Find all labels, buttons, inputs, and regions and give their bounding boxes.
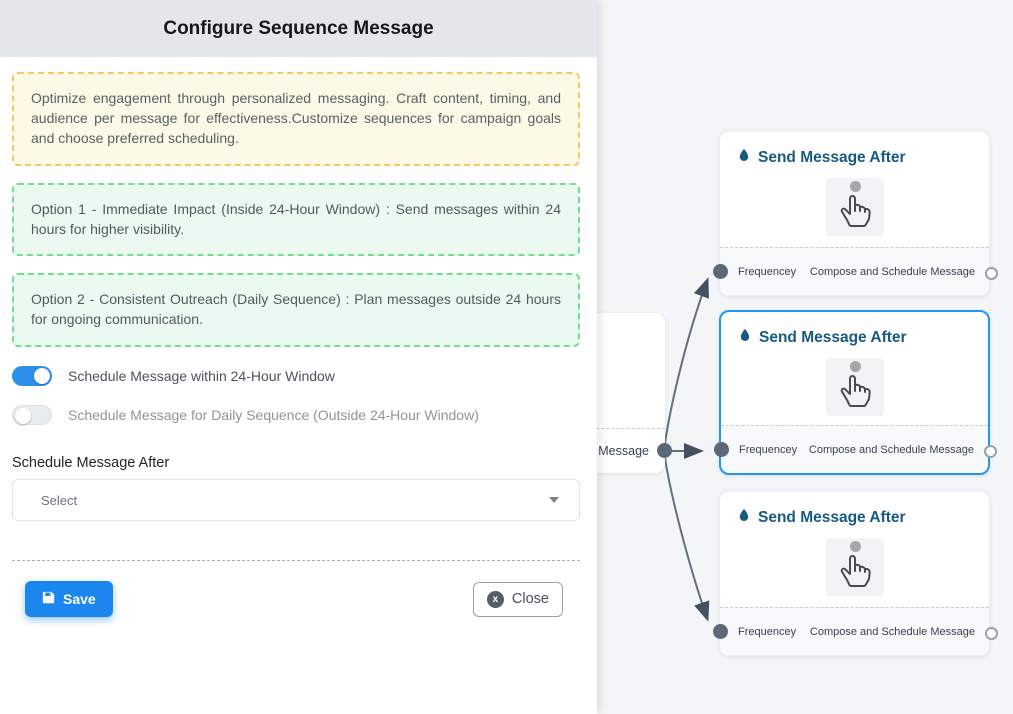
actions-row: Save x Close: [12, 561, 580, 618]
tap-dot-icon: [849, 541, 861, 552]
node-title: Send Message After: [720, 132, 989, 168]
node-title: Send Message After: [720, 492, 989, 528]
close-button-label: Close: [511, 591, 549, 608]
info-note: Optimize engagement through personalized…: [12, 72, 580, 166]
save-button-label: Save: [63, 591, 96, 608]
droplet-icon: [737, 147, 751, 168]
toggle-row-daily: Schedule Message for Daily Sequence (Out…: [12, 405, 580, 426]
schedule-daily-label: Schedule Message for Daily Sequence (Out…: [68, 407, 479, 424]
schedule-after-label: Schedule Message After: [12, 455, 170, 472]
footer-compose-label[interactable]: Compose and Schedule Message: [809, 265, 975, 278]
option1-note: Option 1 - Immediate Impact (Inside 24-H…: [12, 182, 580, 257]
input-port[interactable]: [713, 264, 728, 279]
output-port[interactable]: [985, 267, 998, 280]
droplet-icon: [738, 327, 752, 348]
node-title: Send Message After: [721, 312, 988, 348]
node-send-message-after[interactable]: Send Message After Frequencey Compose an…: [714, 310, 997, 475]
toggle-knob: [15, 408, 31, 425]
input-port[interactable]: [713, 624, 728, 639]
toggle-row-24h: Schedule Message within 24-Hour Window: [12, 366, 580, 387]
tap-dot-icon: [849, 361, 861, 372]
page-title: Configure Sequence Message: [163, 17, 434, 39]
node-send-message-after[interactable]: Send Message After Frequencey Compose an…: [713, 131, 998, 296]
footer-divider: [12, 560, 580, 562]
panel-header: Configure Sequence Message: [0, 0, 597, 57]
schedule-24h-toggle[interactable]: [12, 366, 52, 387]
close-button[interactable]: x Close: [472, 581, 563, 617]
flow-canvas[interactable]: ce Message Send Message After Frequencey…: [495, 0, 1013, 714]
save-button[interactable]: Save: [25, 581, 113, 618]
footer-compose-label[interactable]: Compose and Schedule Message: [808, 443, 974, 456]
output-port[interactable]: [985, 627, 998, 640]
footer-compose-label[interactable]: Compose and Schedule Message: [809, 625, 975, 638]
footer-frequency-label[interactable]: Frequencey: [738, 265, 797, 278]
node-title-text: Send Message After: [759, 328, 907, 346]
toggle-knob: [34, 368, 50, 385]
droplet-icon: [737, 507, 751, 528]
connector-edges: [664, 277, 710, 622]
node-title-text: Send Message After: [758, 508, 906, 526]
input-port[interactable]: [714, 442, 729, 457]
footer-frequency-label[interactable]: Frequencey: [739, 443, 798, 456]
chevron-down-icon: [549, 497, 559, 504]
output-port[interactable]: [984, 445, 997, 458]
node-footer: Frequencey Compose and Schedule Message: [720, 247, 989, 295]
option2-note: Option 2 - Consistent Outreach (Daily Se…: [12, 273, 580, 348]
schedule-after-select[interactable]: Select: [12, 479, 580, 522]
tap-hand-icon[interactable]: [825, 358, 884, 416]
node-footer: Frequencey Compose and Schedule Message: [721, 425, 988, 473]
save-floppy-icon: [42, 591, 55, 607]
tap-dot-icon: [849, 181, 861, 192]
close-circle-icon: x: [486, 590, 504, 608]
source-output-port[interactable]: [657, 443, 672, 458]
configure-sequence-panel: Configure Sequence Message Optimize enga…: [0, 0, 597, 714]
node-send-message-after[interactable]: Send Message After Frequencey Compose an…: [713, 491, 998, 656]
select-value: Select: [41, 492, 78, 508]
node-footer: Frequencey Compose and Schedule Message: [720, 607, 989, 655]
tap-hand-icon[interactable]: [825, 538, 884, 596]
schedule-24h-label: Schedule Message within 24-Hour Window: [68, 368, 335, 385]
tap-hand-icon[interactable]: [825, 178, 884, 236]
footer-frequency-label[interactable]: Frequencey: [738, 625, 797, 638]
node-title-text: Send Message After: [758, 148, 906, 166]
schedule-daily-toggle[interactable]: [12, 405, 52, 426]
